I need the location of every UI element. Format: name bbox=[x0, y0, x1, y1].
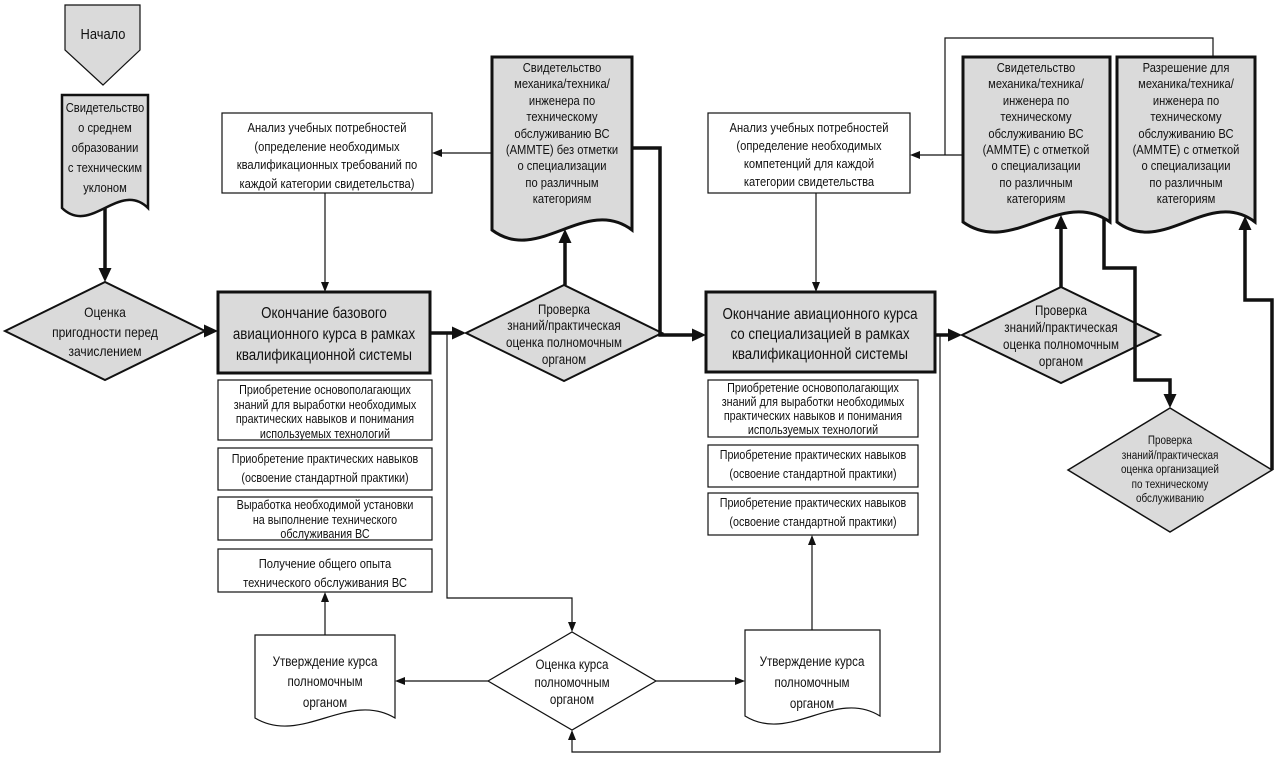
arrow-basic-course-to-assessment bbox=[446, 333, 576, 632]
specialization-training-analysis-label: Анализ учебных потребностей (определение… bbox=[729, 120, 889, 189]
basic-training-analysis-box bbox=[221, 112, 433, 194]
specialization-course-approval-label: Утверждение курса полномочным органом bbox=[759, 653, 865, 711]
basic-course-item-1-label: Приобретение основополагающих знаний для… bbox=[233, 383, 417, 441]
basic-course-item-4-label: Получение общего опыта технического обсл… bbox=[243, 555, 407, 590]
endorsed-license-label: Свидетельство механика/техника/ инженера… bbox=[982, 60, 1090, 207]
basic-course-approval-label: Утверждение курса полномочным органом bbox=[272, 653, 378, 710]
start-label: Начало bbox=[80, 26, 126, 43]
arrow-endorsed-license-to-organization-check bbox=[1102, 219, 1177, 408]
basic-course-item-3-box bbox=[217, 496, 433, 541]
endorsed-permission-document-shape bbox=[1115, 55, 1257, 234]
arrow-organization-check-to-permission bbox=[1238, 216, 1274, 470]
organization-check-label: Проверка знаний/практическая оценка орга… bbox=[1121, 435, 1219, 505]
connector-permission-to-analysis bbox=[944, 37, 1214, 155]
basic-knowledge-check-label: Проверка знаний/практическая оценка полн… bbox=[506, 301, 622, 367]
entry-certificate-document-shape bbox=[60, 93, 150, 218]
basic-knowledge-check-diamond bbox=[463, 283, 665, 383]
start-connector-shape bbox=[64, 4, 141, 86]
basic-course-completion-box bbox=[216, 290, 432, 375]
specialization-course-item-1-box bbox=[707, 379, 919, 438]
arrow-specialization-course-to-assessment bbox=[568, 335, 941, 753]
specialization-course-item-3-label: Приобретение практических навыков (освое… bbox=[719, 495, 907, 529]
eligibility-assessment-label: Оценка пригодности перед зачислением bbox=[52, 304, 158, 359]
specialization-training-analysis-box bbox=[707, 112, 911, 194]
specialization-course-item-2-box bbox=[707, 444, 919, 488]
basic-course-completion-label: Окончание базового авиационного курса в … bbox=[232, 304, 416, 364]
specialization-course-completion-label: Окончание авиационного курса со специали… bbox=[722, 306, 918, 363]
specialization-course-completion-box bbox=[704, 290, 937, 374]
arrow-basic-license-to-specialization-course bbox=[632, 146, 706, 342]
specialization-course-item-2-label: Приобретение практических навыков (освое… bbox=[719, 447, 907, 481]
specialization-knowledge-check-label: Проверка знаний/практическая оценка полн… bbox=[1003, 302, 1119, 370]
basic-training-analysis-label: Анализ учебных потребностей (определение… bbox=[236, 120, 418, 191]
endorsed-permission-label: Разрешение для механика/техника/ инженер… bbox=[1132, 60, 1240, 207]
basic-course-item-2-box bbox=[217, 447, 433, 491]
specialization-knowledge-check-diamond bbox=[959, 285, 1163, 385]
basic-course-item-2-label: Приобретение практических навыков (освое… bbox=[231, 451, 419, 485]
specialization-course-item-1-label: Приобретение основополагающих знаний для… bbox=[721, 381, 905, 437]
course-assessment-label: Оценка курса полномочным органом bbox=[534, 657, 610, 707]
specialization-course-approval-document-shape bbox=[744, 629, 881, 725]
basic-license-document-shape bbox=[490, 55, 634, 242]
endorsed-license-document-shape bbox=[961, 55, 1112, 234]
basic-course-item-1-box bbox=[217, 379, 433, 441]
basic-course-approval-document-shape bbox=[254, 634, 396, 727]
basic-course-item-4-box bbox=[217, 548, 433, 593]
basic-license-label: Свидетельство механика/техника/ инженера… bbox=[505, 60, 619, 207]
basic-course-item-3-label: Выработка необходимой установки на выпол… bbox=[236, 498, 414, 541]
specialization-course-item-3-box bbox=[707, 492, 919, 536]
entry-certificate-label: Свидетельство о среднем образовании с те… bbox=[65, 100, 145, 195]
